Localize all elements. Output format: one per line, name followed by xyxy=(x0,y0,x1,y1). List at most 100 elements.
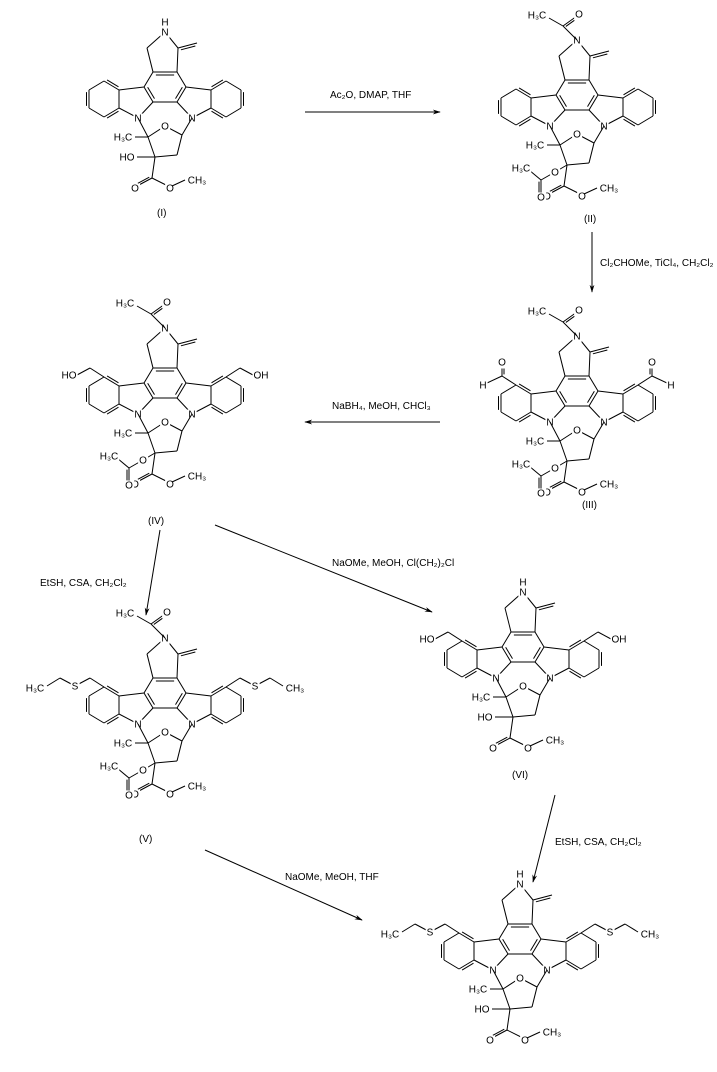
atom-label: O xyxy=(163,608,171,619)
atom-label: O xyxy=(648,358,656,369)
reaction-arrow-7 xyxy=(204,849,363,921)
atom-label: N xyxy=(188,114,195,125)
atom-label: H xyxy=(161,18,168,29)
atom-label: O xyxy=(125,481,133,492)
atom-label: O xyxy=(537,489,545,500)
atom-label: H₃C xyxy=(26,684,45,695)
atom-label: O xyxy=(161,728,169,739)
atom-label: H₃C xyxy=(116,299,135,310)
atom-label: H₃C xyxy=(469,985,488,996)
atom-label: O xyxy=(125,791,133,802)
atom-label: N xyxy=(573,332,580,343)
atom-label: CH₃ xyxy=(188,176,207,187)
atom-label: OH xyxy=(254,371,269,382)
atom-label: H₃C xyxy=(472,693,491,704)
reagents-2: Cl₂CHOMe, TiCl₄, CH₂Cl₂ xyxy=(600,258,714,269)
atom-label: CH₃ xyxy=(188,472,207,483)
atom-label: S xyxy=(72,682,79,693)
atom-label: H₃C xyxy=(528,11,547,22)
reaction-arrow-4 xyxy=(144,529,161,616)
atom-label: O xyxy=(166,790,174,801)
atom-label: O xyxy=(498,358,506,369)
atom-label: N xyxy=(600,122,607,133)
atom-label: O xyxy=(524,744,532,755)
atom-label: N xyxy=(543,966,550,977)
atom-label: H₃C xyxy=(512,460,531,471)
atom-label: HO xyxy=(62,371,77,382)
atom-label: H₃C xyxy=(100,762,119,773)
atom-label: HO xyxy=(120,153,135,164)
atom-label: O xyxy=(139,456,147,467)
atom-label: O xyxy=(161,122,169,133)
atom-label: N xyxy=(516,880,523,891)
atom-label: CH₃ xyxy=(286,684,305,695)
atom-label: O xyxy=(543,488,551,499)
compound-label-V: (V) xyxy=(139,834,152,845)
reagents-6: EtSH, CSA, CH₂Cl₂ xyxy=(555,837,642,848)
atom-label: O xyxy=(575,10,583,21)
atom-label: N xyxy=(161,634,168,645)
atom-label: N xyxy=(188,410,195,421)
atom-label: H xyxy=(479,381,486,392)
atom-label: N xyxy=(546,674,553,685)
atom-label: O xyxy=(537,193,545,204)
atom-label: H xyxy=(519,578,526,589)
atom-label: N xyxy=(161,324,168,335)
atom-label: HO xyxy=(478,713,493,724)
reaction-arrow-6 xyxy=(532,794,556,883)
atom-label: OH xyxy=(612,635,627,646)
atom-label: O xyxy=(166,480,174,491)
atom-label: O xyxy=(578,488,586,499)
atom-label: H₃C xyxy=(526,437,545,448)
atom-label: N xyxy=(161,28,168,39)
atom-label: H xyxy=(516,870,523,881)
atom-label: CH₃ xyxy=(543,1028,562,1039)
compound-label-VI: (VI) xyxy=(512,770,528,781)
atom-label: O xyxy=(131,790,139,801)
reagents-7: NaOMe, MeOH, THF xyxy=(285,872,379,883)
reagents-3: NaBH₄, MeOH, CHCl₃ xyxy=(332,401,431,412)
atom-label: O xyxy=(578,192,586,203)
atom-label: H₃C xyxy=(100,452,119,463)
atom-label: O xyxy=(521,1036,529,1047)
atom-label: H₃C xyxy=(381,930,400,941)
atom-label: O xyxy=(519,682,527,693)
atom-label: HO xyxy=(420,635,435,646)
reaction-arrow-5 xyxy=(214,524,433,613)
compound-label-I: (I) xyxy=(157,208,166,219)
compound-label-IV: (IV) xyxy=(148,516,164,527)
atom-label: H₃C xyxy=(512,164,531,175)
reagents-1: Ac₂O, DMAP, THF xyxy=(330,90,411,101)
compound-label-II: (II) xyxy=(584,214,596,225)
atom-label: N xyxy=(600,418,607,429)
reagents-4: EtSH, CSA, CH₂Cl₂ xyxy=(40,578,127,589)
atom-label: H₃C xyxy=(114,429,133,440)
atom-label: CH₃ xyxy=(600,480,619,491)
atom-label: O xyxy=(516,974,524,985)
reagents-5: NaOMe, MeOH, Cl(CH₂)₂Cl xyxy=(332,558,454,569)
atom-label: O xyxy=(166,184,174,195)
compound-label-III: (III) xyxy=(582,500,597,511)
atom-label: H₃C xyxy=(528,307,547,318)
atom-label: CH₃ xyxy=(188,782,207,793)
atom-label: S xyxy=(427,928,434,939)
atom-label: O xyxy=(551,168,559,179)
atom-label: H₃C xyxy=(114,739,133,750)
atom-label: O xyxy=(543,192,551,203)
atom-label: O xyxy=(163,298,171,309)
atom-label: N xyxy=(519,588,526,599)
atom-label: CH₃ xyxy=(600,184,619,195)
atom-label: O xyxy=(139,766,147,777)
atom-label: O xyxy=(131,184,139,195)
atom-label: S xyxy=(607,928,614,939)
atom-label: O xyxy=(131,480,139,491)
atom-label: O xyxy=(551,464,559,475)
atom-label: O xyxy=(573,426,581,437)
atom-label: H xyxy=(667,381,674,392)
